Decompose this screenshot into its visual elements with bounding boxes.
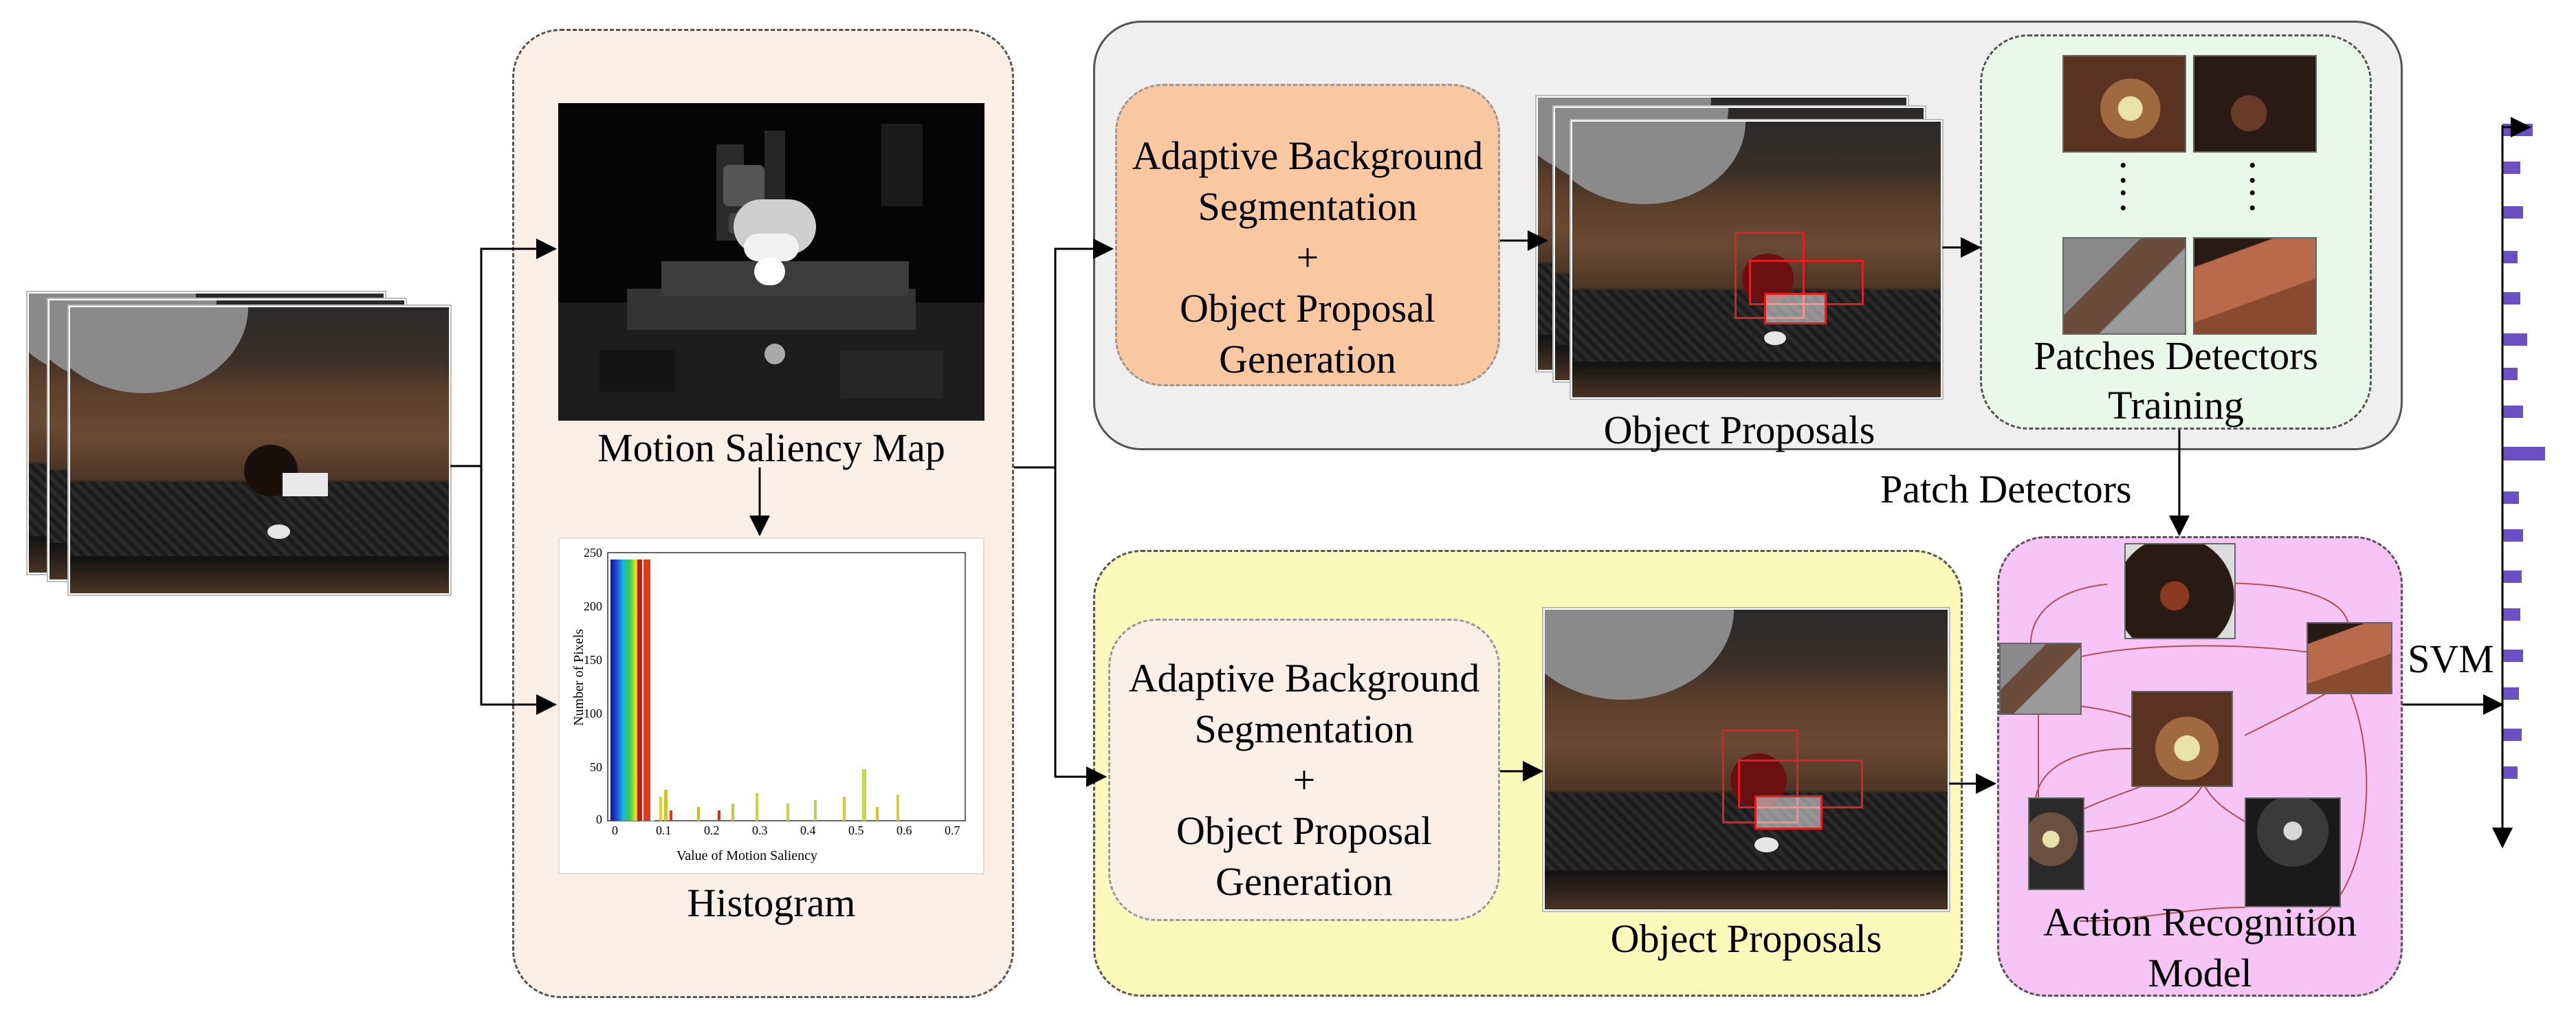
model-patch-top — [2124, 543, 2236, 639]
histogram-plot — [607, 552, 966, 821]
input-frame-front — [69, 306, 450, 595]
model-patch-bottom-left — [2028, 797, 2084, 890]
patch-dots-left-2: : — [2117, 173, 2129, 219]
motion-saliency-map-image — [558, 103, 984, 421]
bottom-object-proposals-label: Object Proposals — [1610, 916, 1882, 961]
svm-bar — [2502, 251, 2518, 263]
top-proposal-frame-front — [1571, 120, 1942, 399]
x-tick: 0.4 — [800, 823, 816, 837]
svm-bar — [2502, 162, 2520, 174]
svm-bar — [2502, 571, 2522, 583]
svm-bar — [2502, 766, 2518, 779]
x-tick: 0.6 — [896, 823, 912, 837]
svm-bar — [2502, 333, 2527, 346]
svm-label: SVM — [2408, 637, 2494, 681]
svm-bar — [2502, 729, 2522, 741]
top-process-text: Adaptive Background Segmentation + Objec… — [1132, 133, 1484, 381]
svm-bar — [2502, 292, 2520, 305]
histogram-xlabel: Value of Motion Saliency — [676, 848, 817, 863]
histogram-ylabel: Number of Pixels — [571, 628, 587, 727]
svm-bar — [2502, 406, 2523, 418]
y-tick: 0 — [596, 812, 602, 826]
top-object-proposals-label: Object Proposals — [1603, 408, 1875, 452]
y-tick: 250 — [584, 546, 602, 560]
x-tick: 0.2 — [704, 823, 720, 837]
x-tick: 0.7 — [945, 823, 960, 837]
histogram-label: Histogram — [687, 881, 856, 925]
training-patch-2 — [2193, 55, 2317, 153]
y-tick: 100 — [584, 707, 602, 720]
svm-bar — [2502, 650, 2523, 662]
svm-bar — [2502, 687, 2519, 700]
x-tick: 0.5 — [848, 823, 864, 837]
x-tick: 0.1 — [656, 823, 672, 837]
svm-bar — [2502, 529, 2523, 542]
model-patch-right — [2307, 622, 2392, 694]
svm-bar — [2502, 206, 2523, 219]
motion-saliency-map-label: Motion Saliency Map — [597, 425, 945, 470]
svm-bar — [2502, 608, 2520, 621]
bottom-proposal-frame — [1543, 608, 1949, 911]
histogram-chart: 250 200 150 100 50 0 0 0.1 0.2 0.3 0.4 0… — [558, 538, 984, 874]
svm-bar — [2502, 491, 2519, 504]
training-patch-1 — [2062, 55, 2186, 153]
patch-dots-left: : — [2117, 146, 2129, 191]
model-patch-center — [2131, 691, 2233, 787]
top-process-box — [1115, 84, 1500, 386]
x-tick: 0 — [612, 823, 618, 837]
svm-bar — [2502, 124, 2533, 136]
svm-output-bars — [2502, 117, 2571, 839]
action-recognition-model-label: Action Recognition Model — [2043, 900, 2357, 995]
patches-detectors-training-label: Patches Detectors Training — [2034, 333, 2318, 428]
patch-detectors-label: Patch Detectors — [1880, 467, 2132, 511]
svm-bar — [2502, 447, 2545, 461]
training-patch-4 — [2193, 237, 2317, 335]
y-tick: 200 — [584, 599, 602, 613]
bottom-process-box — [1108, 619, 1500, 921]
training-patch-3 — [2062, 237, 2186, 335]
patch-dots-right: : — [2247, 146, 2258, 191]
svm-bar — [2502, 368, 2518, 380]
model-patch-left — [1999, 643, 2082, 715]
x-tick: 0.3 — [752, 823, 768, 837]
y-tick: 50 — [590, 760, 602, 774]
patch-dots-right-2: : — [2247, 173, 2258, 219]
bottom-process-text: Adaptive Background Segmentation + Objec… — [1128, 656, 1480, 904]
y-tick: 150 — [584, 653, 602, 667]
model-patch-bottom-right — [2245, 797, 2341, 907]
